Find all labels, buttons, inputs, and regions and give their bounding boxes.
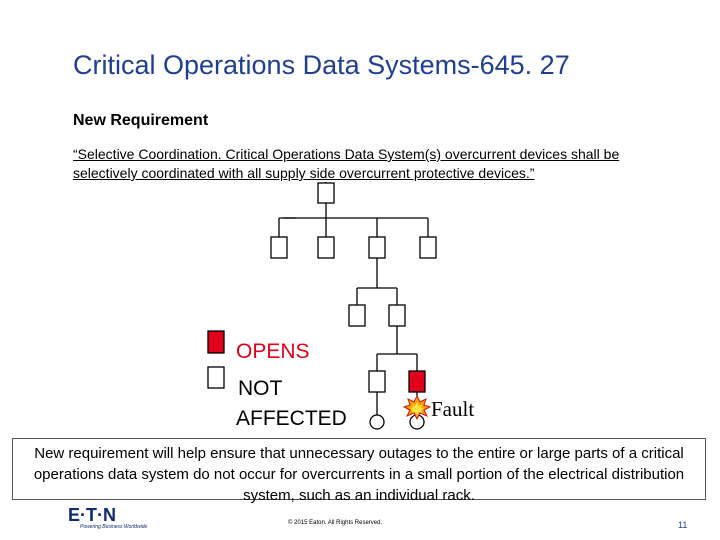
- branch-device: [368, 236, 386, 259]
- legend-not-affected-label-line1: NOT: [238, 377, 283, 400]
- final-device-opens: [408, 370, 426, 393]
- page-number: 11: [678, 520, 688, 530]
- summary-callout: New requirement will help ensure that un…: [12, 438, 706, 504]
- subheading: New Requirement: [73, 112, 209, 129]
- branch-device: [317, 236, 335, 259]
- legend-opens-label: OPENS: [236, 340, 310, 363]
- fault-label: Fault: [431, 397, 475, 421]
- sub-device: [388, 304, 406, 327]
- explosion-icon: [402, 394, 432, 421]
- eaton-logo: E·T·N Powering Business Worldwide: [68, 506, 148, 534]
- requirement-quote: “Selective Coordination. Critical Operat…: [73, 146, 620, 181]
- legend-opens-swatch: [207, 330, 225, 354]
- branch-device: [419, 236, 437, 259]
- main-device: [317, 182, 335, 204]
- final-device-not-affected: [368, 370, 386, 393]
- load-circle: [369, 414, 385, 430]
- legend-not-affected-label-line2: AFFECTED: [236, 407, 347, 430]
- copyright-notice: © 2015 Eaton. All Rights Reserved.: [288, 520, 383, 526]
- logo-wordmark: E·T·N: [68, 505, 116, 525]
- branch-device: [270, 236, 288, 259]
- slide-title: Critical Operations Data Systems-645. 27: [73, 50, 570, 80]
- legend-not-affected-swatch: [207, 366, 225, 389]
- sub-device: [348, 304, 366, 327]
- logo-tagline: Powering Business Worldwide: [80, 524, 148, 530]
- callout-text: New requirement will help ensure that un…: [33, 445, 685, 504]
